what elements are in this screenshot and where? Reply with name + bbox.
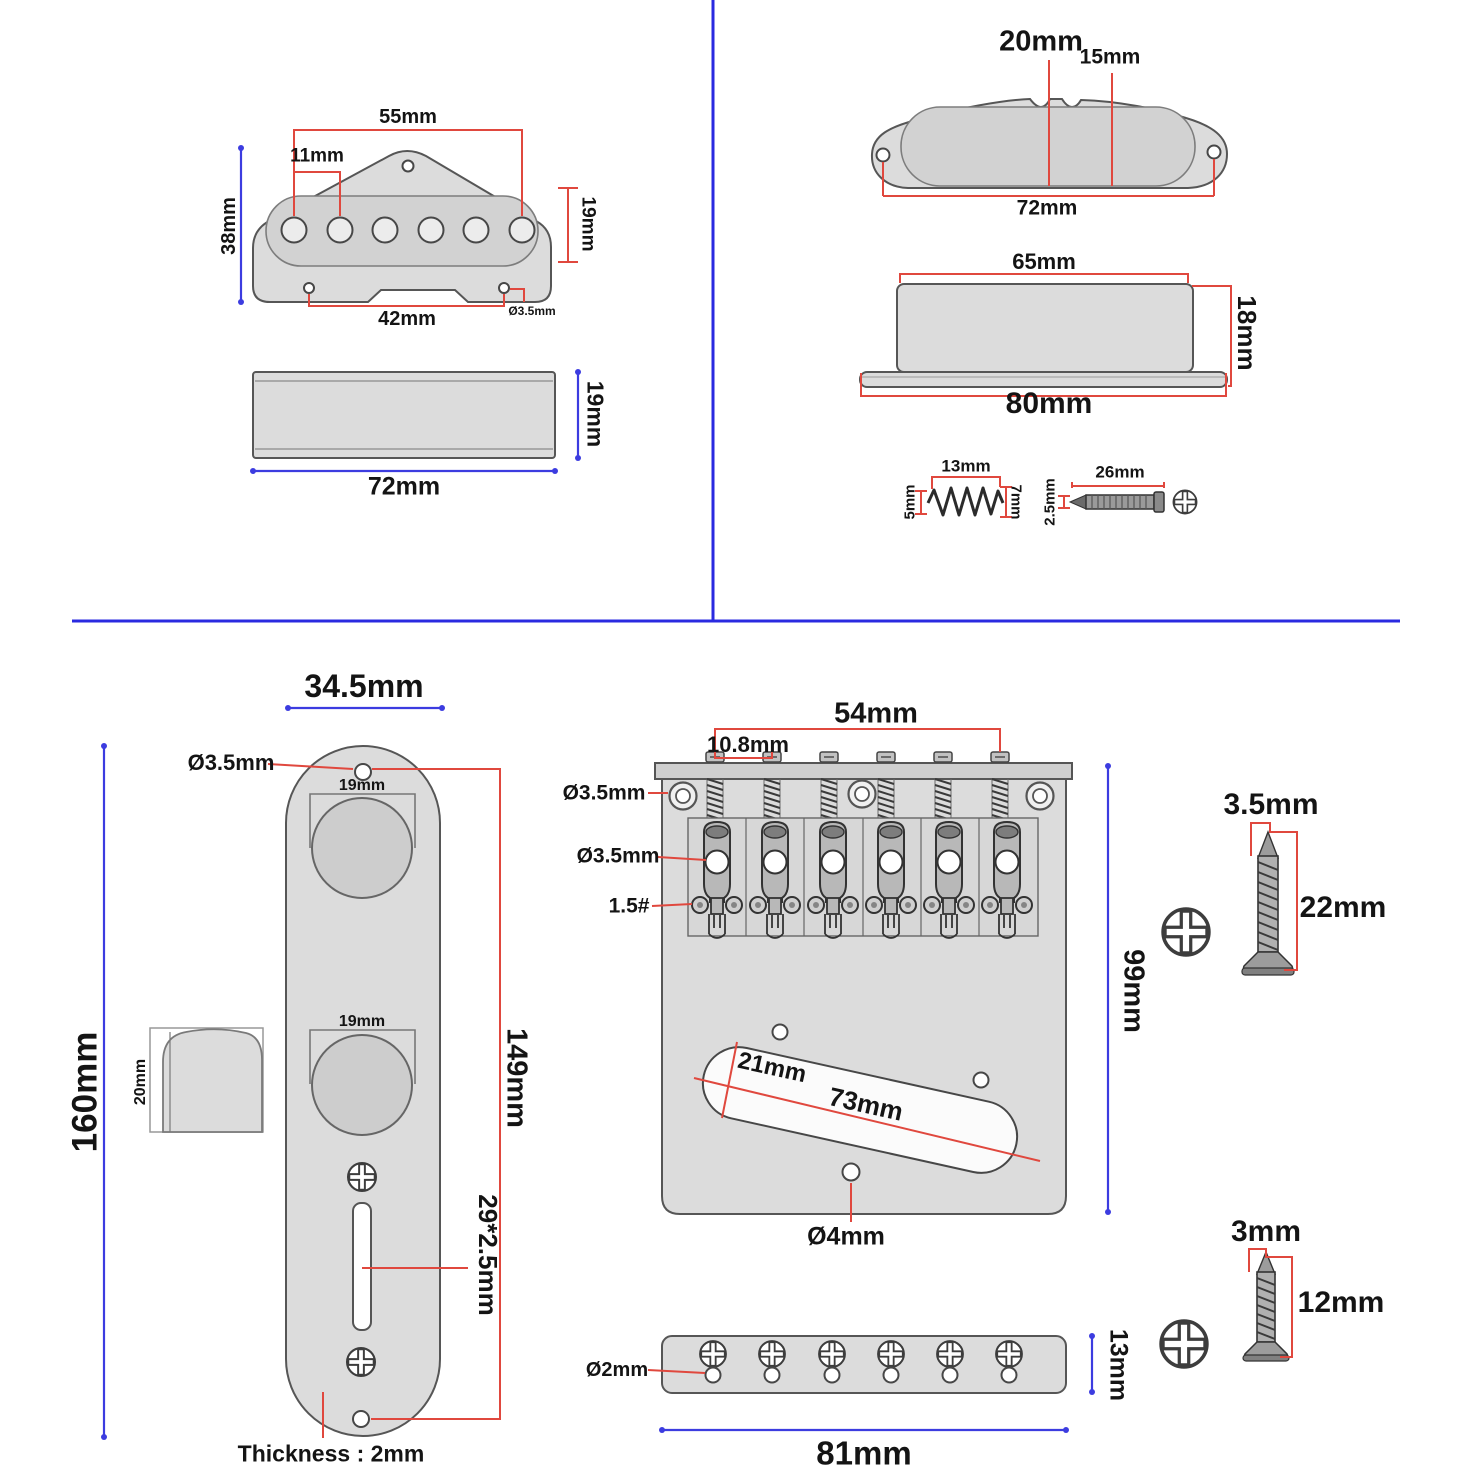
tr-side-top-width-label: 65mm	[1012, 249, 1076, 274]
small-screw-length-label: 12mm	[1297, 1286, 1385, 1319]
tl-plate-hole-dia-label: Ø3.5mm	[508, 304, 556, 318]
bridge-screw-pitch-label: 10.8mm	[707, 732, 789, 757]
bridge-screw-span-label: 54mm	[834, 697, 918, 730]
cp-slot-label: 29*2.5mm	[473, 1194, 503, 1316]
phillips-head-icon	[758, 1340, 786, 1368]
cp-knob-hole-top-label: 19mm	[338, 777, 386, 794]
section-dividers	[72, 0, 1400, 623]
tr-screw-length-label: 26mm	[1095, 462, 1145, 482]
bridge-saddle-hole-label: Ø3.5mm	[576, 844, 660, 868]
small-screw-drawing	[1159, 1248, 1293, 1369]
control-plate-drawing	[101, 705, 501, 1440]
tl-bar-width-label: 72mm	[367, 472, 441, 501]
bar-height-label: 13mm	[1104, 1328, 1133, 1402]
tl-plate-bottom-span-label: 42mm	[378, 308, 436, 330]
tl-plate-height-label: 38mm	[218, 197, 240, 255]
phillips-head-icon	[1172, 489, 1198, 515]
mount-screw-dia-label: 3.5mm	[1223, 788, 1319, 821]
tr-cover-span-label: 72mm	[1016, 196, 1078, 220]
phillips-head-icon	[345, 1346, 377, 1378]
pickup-cover-side-drawing	[859, 273, 1232, 397]
cp-knob-height-label: 20mm	[132, 1058, 149, 1106]
bridge-drawing	[648, 728, 1111, 1222]
cp-thickness-label: Thickness : 2mm	[237, 1440, 425, 1467]
mount-screw-length-label: 22mm	[1299, 891, 1387, 924]
small-screw-dia-label: 3mm	[1230, 1215, 1302, 1248]
bar-width-label: 81mm	[816, 1434, 912, 1472]
tl-bar-height-label: 19mm	[582, 380, 609, 448]
phillips-head-icon	[699, 1340, 727, 1368]
cp-length-label: 160mm	[65, 1031, 105, 1153]
tr-spring-small-end-label: 5mm	[901, 484, 919, 520]
bridge-mount-hole-label: Ø3.5mm	[562, 781, 646, 805]
pickup-screw-drawing	[1058, 482, 1198, 515]
spring-drawing	[915, 476, 1012, 518]
phillips-head-icon	[936, 1340, 964, 1368]
tr-cover-offset-label: 20mm	[999, 25, 1083, 58]
bridge-bottom-hole-label: Ø4mm	[807, 1222, 885, 1251]
bridge-wrench-size-label: 1.5#	[608, 894, 650, 918]
cp-knob-hole-bottom-label: 19mm	[338, 1013, 386, 1030]
mount-hole	[668, 781, 698, 811]
tr-screw-dia-label: 2.5mm	[1041, 478, 1059, 526]
phillips-head-icon	[1159, 1319, 1209, 1369]
phillips-head-icon	[877, 1340, 905, 1368]
tl-plate-hole-pitch-label: 11mm	[290, 145, 344, 167]
pickup-cover-top-drawing	[870, 60, 1229, 197]
tr-cover-pitch-label: 15mm	[1079, 45, 1141, 69]
cp-hole-dia-label: Ø3.5mm	[187, 750, 275, 775]
knob-side-view-drawing	[149, 1027, 264, 1133]
bar-hole-dia-label: Ø2mm	[585, 1359, 649, 1381]
cp-width-label: 34.5mm	[304, 668, 424, 704]
phillips-head-icon	[995, 1340, 1023, 1368]
tl-plate-top-span-label: 55mm	[379, 106, 437, 128]
phillips-head-icon	[1161, 907, 1211, 957]
phillips-head-icon	[818, 1340, 846, 1368]
phillips-head-icon	[346, 1161, 378, 1193]
tr-side-base-width-label: 80mm	[1005, 387, 1093, 420]
mount-screw-drawing	[1161, 822, 1298, 976]
bridge-length-label: 99mm	[1117, 949, 1150, 1033]
cp-hole-span-label: 149mm	[500, 1028, 533, 1128]
pickup-bar-drawing	[250, 369, 581, 474]
tr-spring-large-end-label: 7mm	[1007, 484, 1025, 520]
tr-side-height-label: 18mm	[1232, 295, 1262, 371]
string-bar-drawing	[647, 1333, 1095, 1433]
pickup-mounting-plate-drawing	[238, 129, 578, 307]
tr-spring-length-label: 13mm	[941, 456, 991, 476]
tl-plate-side-height-label: 19mm	[577, 196, 599, 252]
mount-hole	[1025, 781, 1055, 811]
mount-hole	[847, 779, 877, 809]
